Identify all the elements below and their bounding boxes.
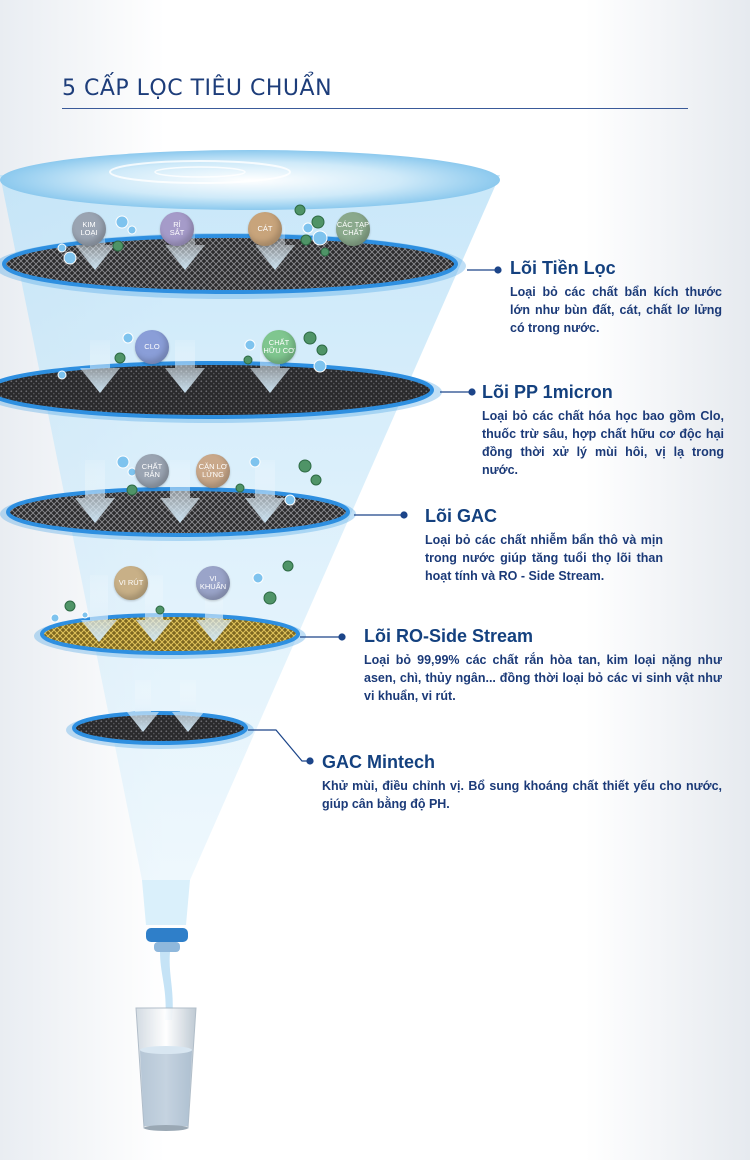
particle-cac-tap-chat: CÁC TẠP CHẤT bbox=[336, 212, 370, 246]
filter-heading: Lõi Tiền Lọc bbox=[510, 258, 616, 278]
particle-ri-sat: RỈ SẮT bbox=[160, 212, 194, 246]
filter-block-pp-1micron: Lõi PP 1micron Loại bỏ các chất hóa học … bbox=[482, 382, 724, 479]
filter-description: Loại bỏ các chất nhiễm bẩn thô và mịn tr… bbox=[425, 533, 663, 583]
title-divider bbox=[62, 108, 688, 109]
particle-chat-ran: CHẤT RẮN bbox=[135, 454, 169, 488]
filter-heading: Lõi GAC bbox=[425, 506, 497, 526]
filter-heading: GAC Mintech bbox=[322, 752, 436, 772]
particle-kim-loai: KIM LOẠI bbox=[72, 212, 106, 246]
faucet-cap bbox=[146, 928, 188, 942]
filter-block-ro-side-stream: Lõi RO-Side Stream Loại bỏ 99,99% các ch… bbox=[364, 626, 722, 705]
filter-block-gac: Lõi GAC Loại bỏ các chất nhiễm bẩn thô v… bbox=[425, 506, 663, 585]
filter-block-gac-mintech: GAC Mintech Khử mùi, điều chỉnh vị. Bổ s… bbox=[322, 752, 722, 813]
filter-heading: Lõi RO-Side Stream bbox=[364, 626, 534, 646]
filter-description: Loại bỏ các chất bẩn kích thước lớn như … bbox=[510, 285, 722, 335]
filter-description: Loại bỏ 99,99% các chất rắn hòa tan, kim… bbox=[364, 653, 722, 703]
page-title: 5 CẤP LỌC TIÊU CHUẨN bbox=[62, 76, 333, 101]
particle-clo: CLO bbox=[135, 330, 169, 364]
filter-block-tien-loc: Lõi Tiền Lọc Loại bỏ các chất bẩn kích t… bbox=[510, 258, 722, 337]
particle-can-lo-lung: CẶN LƠ LỬNG bbox=[196, 454, 230, 488]
particle-vi-khuan: VI KHUẨN bbox=[196, 566, 230, 600]
particle-cat: CÁT bbox=[248, 212, 282, 246]
filter-description: Khử mùi, điều chỉnh vị. Bổ sung khoáng c… bbox=[322, 779, 722, 811]
particle-vi-rut: VI RÚT bbox=[114, 566, 148, 600]
filter-heading: Lõi PP 1micron bbox=[482, 382, 613, 402]
particle-chat-huu-co: CHẤT HỮU CƠ bbox=[262, 330, 296, 364]
filter-description: Loại bỏ các chất hóa học bao gồm Clo, th… bbox=[482, 409, 724, 477]
